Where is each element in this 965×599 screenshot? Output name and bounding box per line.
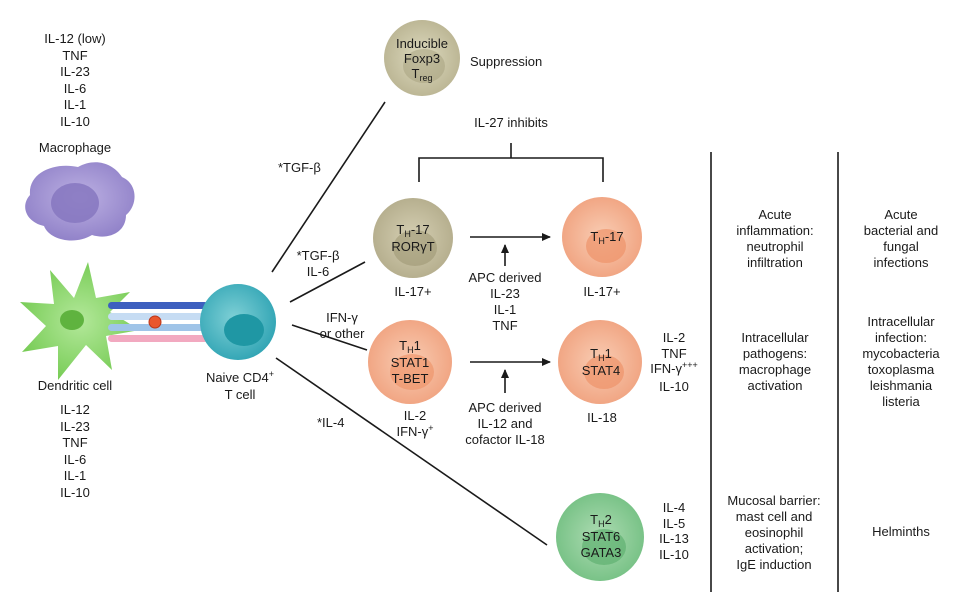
macrophage-cytokine: IL-12 (low) <box>44 31 106 46</box>
th2-cell <box>556 493 644 581</box>
macrophage-cytokine: IL-23 <box>60 64 90 80</box>
dendritic-cytokine: TNF <box>62 435 88 451</box>
macrophage-cytokine: IL-1 <box>63 97 87 113</box>
th2-inducer: *IL-4 <box>317 415 345 430</box>
th17-late-cell <box>562 197 642 277</box>
th1-late-label: TH1 STAT4 <box>581 346 621 378</box>
naive-t-cell <box>200 284 276 360</box>
il27-label: IL-27 inhibits <box>474 115 548 130</box>
dendritic-cytokine: IL-6 <box>63 451 87 467</box>
macrophage-cell <box>25 162 135 241</box>
th1-early-cell <box>368 320 452 404</box>
function-th17: Acute inflammation: neutrophil infiltrat… <box>736 207 814 270</box>
th1-early-label: TH1 STAT1 T-BET <box>390 338 430 386</box>
disease-th17: Acute bacterial and fungal infections <box>863 207 939 270</box>
th17-late-label: TH-17 <box>590 229 624 246</box>
dendritic-cell <box>20 262 140 380</box>
th17-early-label: TH-17 RORγT <box>391 222 435 254</box>
th1-cytokine-list: IL-2 TNF IFN-γ+++ IL-10 <box>650 330 698 394</box>
disease-th1: Intracellular infection: mycobacteria to… <box>862 314 940 409</box>
th17-early-cell <box>373 198 453 278</box>
macrophage-cytokine: IL-10 <box>60 113 90 129</box>
macrophage-cytokine: TNF <box>62 47 88 63</box>
th2-label: TH2 STAT6 GATA3 <box>580 512 622 560</box>
macrophage-label: Macrophage <box>38 140 112 155</box>
th1-late-output: IL-18 <box>587 410 617 425</box>
th17-early-output: IL-17+ <box>394 284 432 299</box>
function-th1: Intracellular pathogens: macrophage acti… <box>738 330 812 393</box>
apc1-cytokines: APC derived IL-12 and cofactor IL-18 <box>465 400 545 447</box>
th1-late-cell <box>558 320 642 404</box>
dendritic-cytokine-list: IL-12 IL-23 TNF IL-6 IL-1 IL-10 <box>35 402 115 502</box>
treg-inducer: *TGF-β <box>278 160 321 175</box>
treg-cell <box>384 20 460 96</box>
disease-th2: Helminths <box>872 524 930 539</box>
function-th2: Mucosal barrier: mast cell and eosinophi… <box>727 493 821 572</box>
th17-late-output: IL-17+ <box>583 284 621 299</box>
naive-t-cell-label: Naive CD4+ T cell <box>205 369 275 402</box>
treg-cell-label: Inducible Foxp3 Treg <box>395 36 449 83</box>
dendritic-cytokine: IL-1 <box>63 468 87 484</box>
th2-cytokine-list: IL-4 IL-5 IL-13 IL-10 <box>659 500 689 562</box>
synapse-receptors <box>108 302 208 342</box>
dendritic-cell-label: Dendritic cell <box>37 378 113 393</box>
apc17-cytokines: APC derived IL-23 IL-1 TNF <box>468 270 542 333</box>
th17-inducer: *TGF-β IL-6 <box>296 248 340 279</box>
dendritic-cytokine: IL-12 <box>60 402 90 417</box>
macrophage-cytokine: IL-6 <box>63 80 87 96</box>
dendritic-cytokine: IL-23 <box>60 418 90 434</box>
treg-outcome: Suppression <box>470 54 543 69</box>
th1-early-output: IL-2 IFN-γ+ <box>396 408 434 439</box>
th1-inducer: IFN-γ or other <box>319 310 365 341</box>
macrophage-cytokine-list: IL-12 (low) TNF IL-23 IL-6 IL-1 IL-10 <box>30 31 120 131</box>
branch-lines <box>271 101 839 592</box>
dendritic-cytokine: IL-10 <box>60 484 90 500</box>
